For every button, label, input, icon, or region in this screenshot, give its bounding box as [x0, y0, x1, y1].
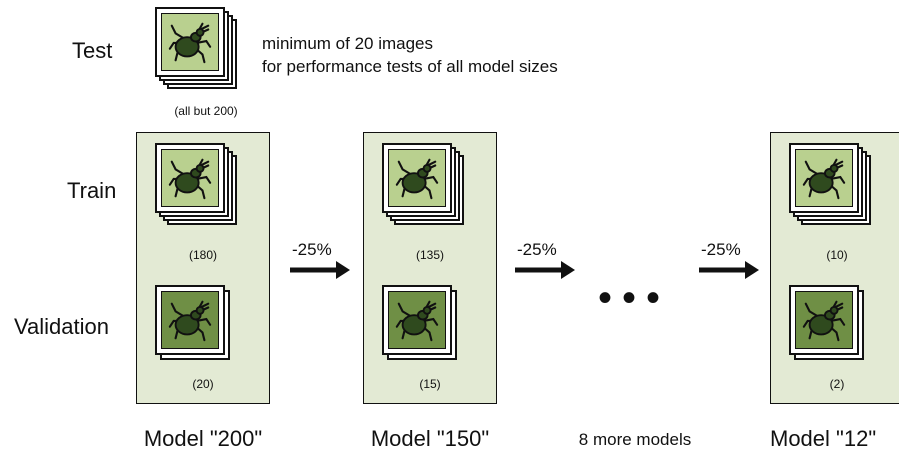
reduction-label-1: -25%	[292, 240, 332, 259]
bug-icon	[802, 300, 846, 342]
model-200-train-count: (180)	[188, 248, 217, 262]
test-count: (all but 200)	[174, 104, 238, 118]
reduction-label-2: -25%	[517, 240, 557, 259]
model-12-title: Model "12"	[770, 426, 877, 451]
bug-icon	[168, 22, 212, 64]
model-200-title: Model "200"	[143, 426, 263, 451]
validation-row-label: Validation	[14, 314, 109, 339]
more-models-label: 8 more models	[578, 430, 692, 449]
arrow-right-icon	[290, 261, 350, 279]
bug-icon	[168, 300, 212, 342]
test-note-line1: minimum of 20 images	[262, 34, 434, 53]
model-150-train-stack	[382, 143, 464, 225]
bug-icon	[395, 300, 439, 342]
model-200-validation-count: (20)	[192, 377, 214, 391]
model-150-train-count: (135)	[415, 248, 444, 262]
ellipsis-icon: •••	[598, 276, 671, 320]
reduction-arrow-1: -25%	[288, 240, 358, 290]
bug-icon	[168, 158, 212, 200]
reduction-label-3: -25%	[701, 240, 741, 259]
train-row-label: Train	[67, 178, 117, 203]
model-12-train-count: (10)	[826, 248, 848, 262]
arrow-right-icon	[699, 261, 759, 279]
reduction-arrow-2: -25%	[513, 240, 583, 290]
model-12-train-stack	[789, 143, 871, 225]
model-200-train-stack	[155, 143, 237, 225]
test-note: minimum of 20 images for performance tes…	[262, 32, 558, 78]
bug-icon	[395, 158, 439, 200]
bug-icon	[802, 158, 846, 200]
arrow-right-icon	[515, 261, 575, 279]
model-200-validation-stack	[155, 285, 237, 367]
model-150-title: Model "150"	[370, 426, 490, 451]
model-150-validation-count: (15)	[419, 377, 441, 391]
model-12-validation-count: (2)	[829, 377, 845, 391]
model-12-validation-stack	[789, 285, 871, 367]
test-note-line2: for performance tests of all model sizes	[262, 57, 558, 76]
reduction-arrow-3: -25%	[697, 240, 767, 290]
model-150-validation-stack	[382, 285, 464, 367]
test-row-label: Test	[72, 38, 113, 63]
test-image-stack	[155, 7, 237, 89]
